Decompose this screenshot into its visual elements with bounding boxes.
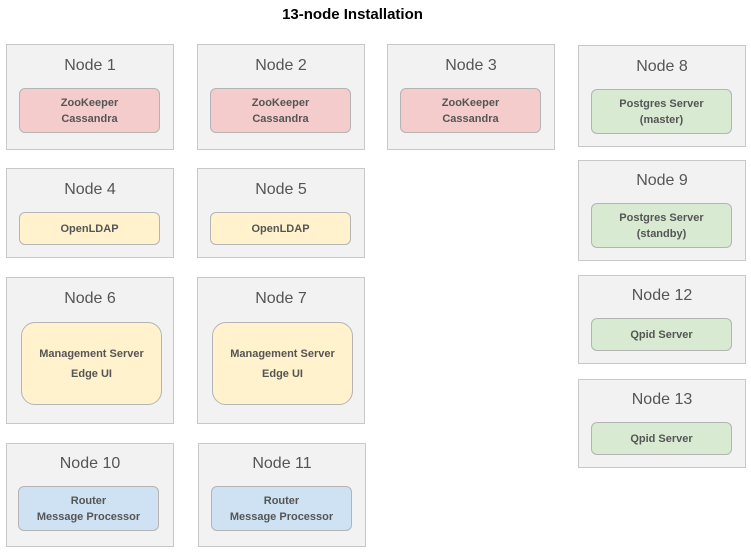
node-4: Node 4 OpenLDAP: [6, 168, 174, 258]
node-3: Node 3 ZooKeeper Cassandra: [387, 44, 555, 150]
component-label: ZooKeeper: [60, 96, 119, 109]
component-label: Router: [263, 494, 300, 507]
component-box: Postgres Server (master): [591, 89, 732, 134]
node-7: Node 7 Management Server Edge UI: [197, 277, 365, 424]
component-label: Cassandra: [252, 112, 309, 125]
component-box: Router Message Processor: [211, 486, 352, 531]
component-label: Postgres Server: [619, 211, 704, 224]
component-label: Management Server: [39, 347, 144, 360]
node-title: Node 13: [631, 391, 693, 408]
node-12: Node 12 Qpid Server: [578, 275, 746, 364]
component-box: Postgres Server (standby): [591, 203, 732, 248]
component-box: ZooKeeper Cassandra: [400, 88, 541, 133]
node-title: Node 3: [445, 57, 497, 74]
component-label: Qpid Server: [630, 328, 693, 341]
component-box: OpenLDAP: [210, 212, 351, 245]
node-9: Node 9 Postgres Server (standby): [578, 160, 746, 261]
node-2: Node 2 ZooKeeper Cassandra: [197, 44, 365, 150]
node-10: Node 10 Router Message Processor: [6, 443, 174, 547]
component-box: Management Server Edge UI: [212, 322, 353, 405]
node-title: Node 9: [636, 172, 688, 189]
component-label: Management Server: [230, 347, 335, 360]
component-box: Qpid Server: [591, 318, 732, 351]
node-title: Node 8: [636, 58, 688, 75]
node-8: Node 8 Postgres Server (master): [578, 45, 746, 147]
node-title: Node 12: [631, 287, 693, 304]
component-label: OpenLDAP: [60, 222, 119, 235]
component-label: Message Processor: [36, 510, 141, 523]
node-title: Node 11: [252, 455, 312, 472]
node-1: Node 1 ZooKeeper Cassandra: [6, 44, 174, 150]
node-11: Node 11 Router Message Processor: [198, 443, 366, 547]
component-label: Postgres Server: [619, 97, 704, 110]
node-title: Node 7: [255, 290, 307, 307]
component-label: Cassandra: [61, 112, 118, 125]
component-label: Edge UI: [262, 367, 303, 380]
component-label: OpenLDAP: [251, 222, 310, 235]
component-box: Router Message Processor: [18, 486, 159, 531]
node-6: Node 6 Management Server Edge UI: [6, 277, 174, 424]
component-label: Router: [70, 494, 107, 507]
component-box: Qpid Server: [591, 422, 732, 455]
node-13: Node 13 Qpid Server: [578, 379, 746, 468]
component-label: Message Processor: [229, 510, 334, 523]
node-5: Node 5 OpenLDAP: [197, 168, 365, 258]
component-box: ZooKeeper Cassandra: [19, 88, 160, 133]
node-title: Node 1: [64, 57, 116, 74]
node-title: Node 6: [64, 290, 116, 307]
node-title: Node 2: [255, 57, 307, 74]
node-title: Node 5: [255, 181, 307, 198]
node-title: Node 10: [59, 455, 121, 472]
component-label: Edge UI: [71, 367, 112, 380]
component-label: (master): [639, 113, 684, 126]
diagram-title: 13-node Installation: [282, 6, 423, 23]
component-box: OpenLDAP: [19, 212, 160, 245]
component-box: ZooKeeper Cassandra: [210, 88, 351, 133]
component-label: (standby): [636, 227, 687, 240]
node-title: Node 4: [64, 181, 116, 198]
component-label: ZooKeeper: [251, 96, 310, 109]
component-label: ZooKeeper: [441, 96, 500, 109]
component-label: Cassandra: [442, 112, 499, 125]
component-box: Management Server Edge UI: [21, 322, 162, 405]
component-label: Qpid Server: [630, 432, 693, 445]
